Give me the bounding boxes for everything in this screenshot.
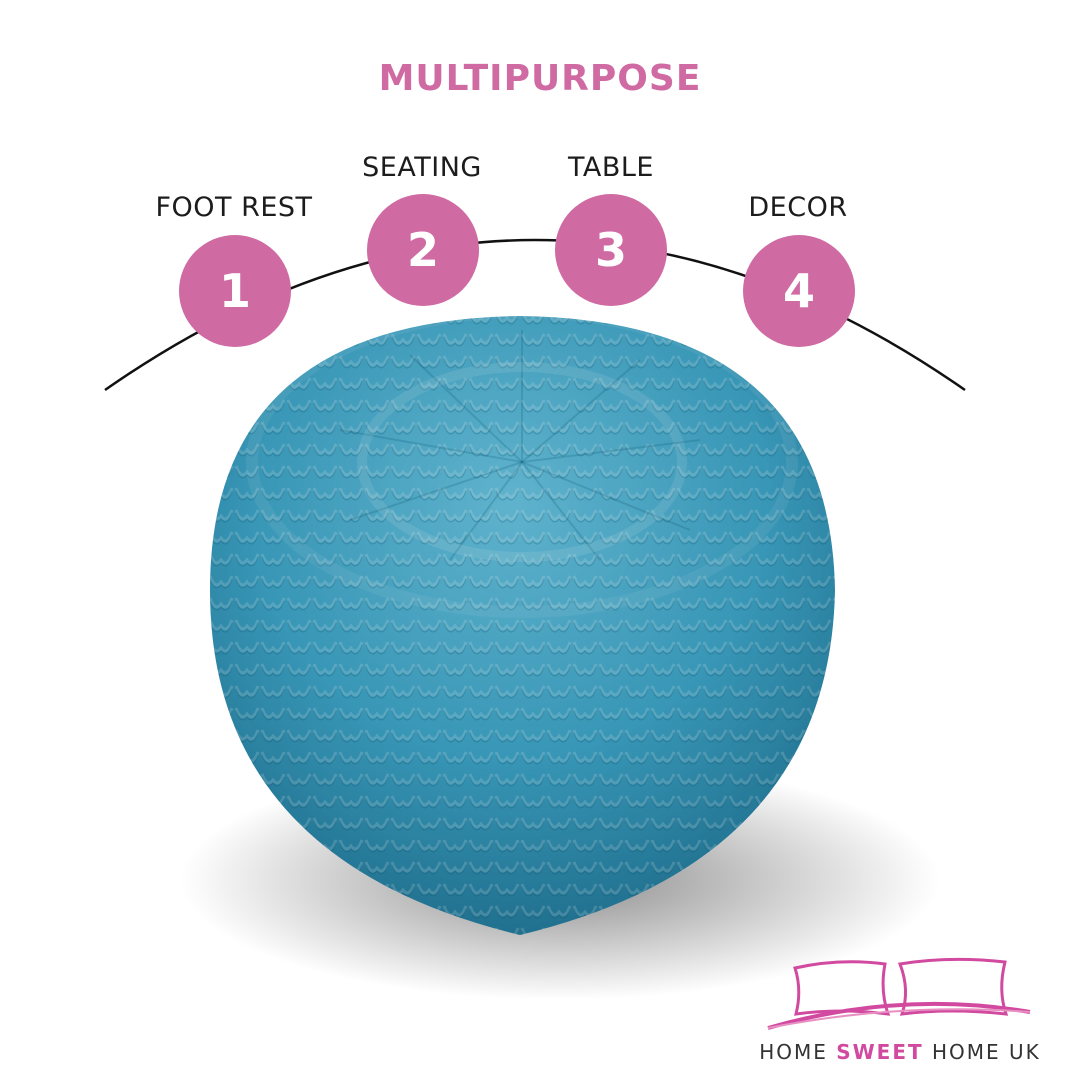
step-badge-3: 3	[555, 194, 667, 306]
step-badge-1: 1	[179, 235, 291, 347]
step-badge-4: 4	[743, 235, 855, 347]
step-badge-2: 2	[367, 194, 479, 306]
step-label-seating: SEATING	[362, 152, 482, 183]
brand-name: HOME SWEET HOME UK	[740, 1040, 1060, 1064]
page-title: MULTIPURPOSE	[378, 58, 702, 99]
brand-name-accent: SWEET	[836, 1040, 924, 1064]
step-label-decor: DECOR	[748, 192, 848, 223]
brand-name-part3: HOME UK	[923, 1040, 1041, 1064]
brand-name-part1: HOME	[759, 1040, 837, 1064]
pillows-logo-icon	[767, 957, 1031, 1030]
step-label-table: TABLE	[568, 152, 654, 183]
step-label-foot-rest: FOOT REST	[155, 192, 313, 223]
